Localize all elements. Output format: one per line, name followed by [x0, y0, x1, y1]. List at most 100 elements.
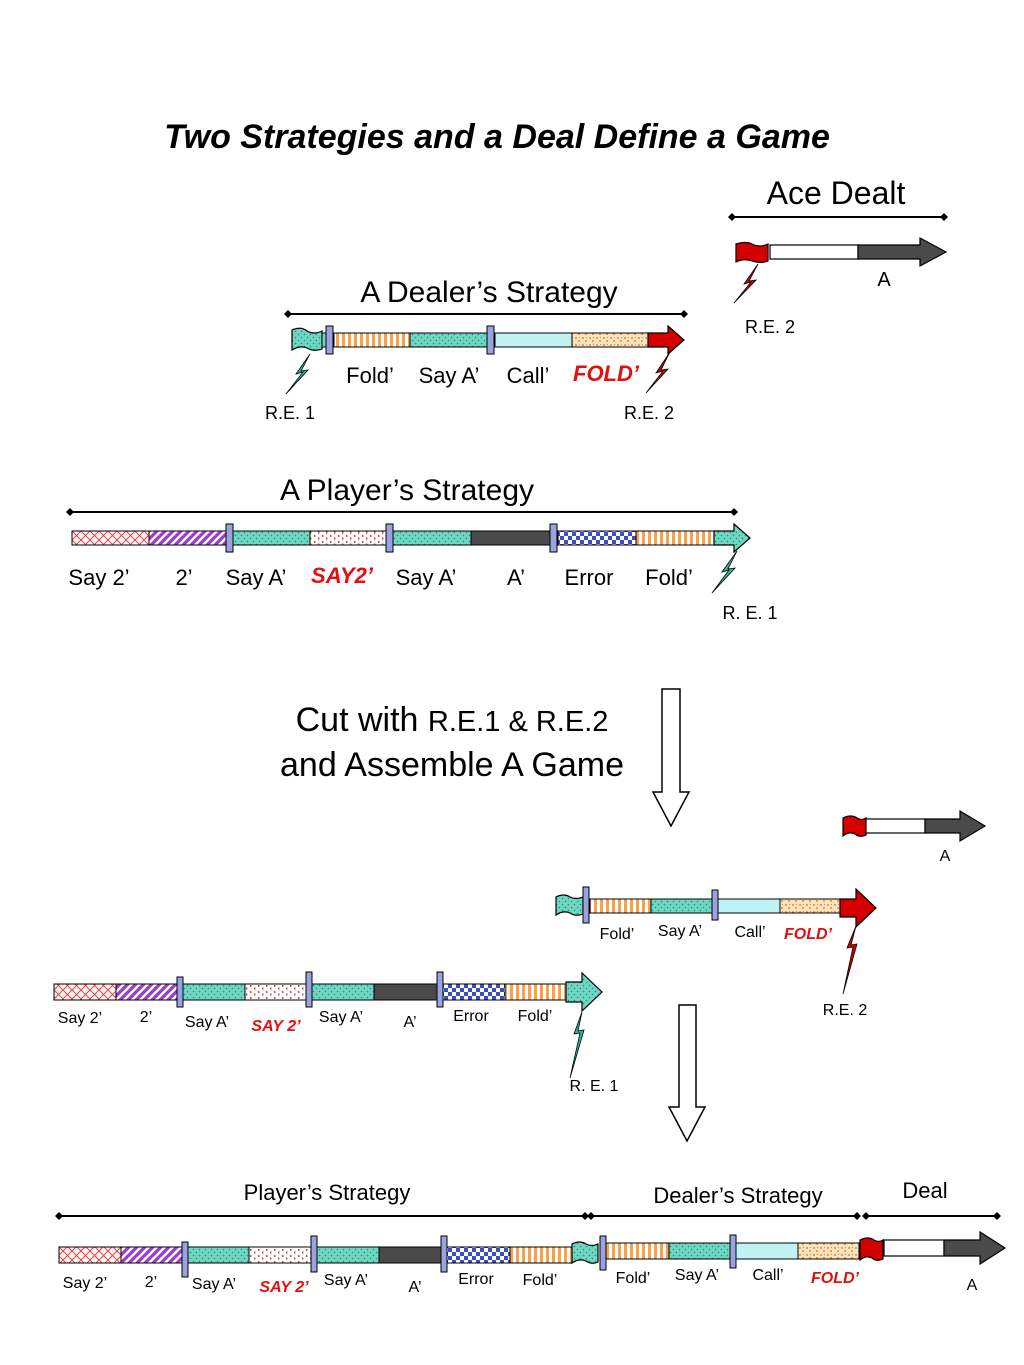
game-deal-span-line: [862, 1212, 1001, 1220]
dealer-label-fold-red: FOLD’: [573, 361, 640, 386]
dealer-re1-label: R.E. 1: [265, 403, 315, 423]
game-dealer-segment-call: [735, 1242, 799, 1260]
player-segment-say-a-2: [392, 530, 472, 546]
ace-dealt-card-label: A: [877, 269, 891, 291]
game-label-a: A’: [408, 1279, 421, 1296]
player-segment-error: [557, 530, 637, 546]
game-dealer-label-fold: Fold’: [616, 1270, 651, 1287]
final-game-group: Player’s Strategy Dealer’s Strategy Deal: [55, 1178, 1007, 1296]
assembled-player-segment-say-2: [53, 983, 117, 1001]
game-dealer-label-call: Call’: [752, 1267, 783, 1284]
player-strategy-group: A Player’s Strategy Say 2’ 2’ Say A’ SAY…: [66, 474, 778, 623]
game-label-say-a: Say A’: [192, 1276, 236, 1293]
game-dealer-segment-fold-red: [797, 1242, 860, 1260]
game-separator: [729, 1234, 737, 1269]
game-dealer-label-fold-red: FOLD’: [811, 1270, 860, 1287]
player-segment-a: [470, 530, 551, 546]
assembled-deal-arrow: [924, 809, 987, 843]
dealer-teal-tag: [291, 327, 323, 352]
assembled-dealer-segment-say-a: [650, 898, 713, 914]
game-label-error: Error: [458, 1271, 494, 1288]
game-segment-error: [446, 1246, 511, 1264]
assembled-player-separator: [176, 976, 184, 1008]
assembled-dealer-segment-fold-red: [779, 898, 841, 914]
assembled-player-segment-error: [442, 983, 506, 1001]
assembled-dealer-label-call: Call’: [734, 924, 765, 941]
player-label-error: Error: [565, 565, 614, 590]
game-label-fold: Fold’: [523, 1272, 558, 1289]
ace-dealt-group: Ace Dealt A R.E. 2: [728, 175, 948, 337]
cut-instruction: Cut with R.E.1 & R.E.2 and Assemble A Ga…: [280, 701, 624, 784]
game-segment-a: [378, 1246, 442, 1264]
assembled-player-label-error: Error: [453, 1008, 489, 1025]
dealer-re2-lightning-icon: [645, 351, 671, 394]
assembled-player-label-say2-red: SAY 2’: [251, 1018, 301, 1035]
assembled-dealer-part: Fold’ Say A’ Call’ FOLD’ R.E. 2: [555, 886, 877, 1019]
game-segment-fold: [509, 1246, 573, 1264]
ace-dealt-white-segment: [769, 244, 859, 260]
player-segment-say-a: [232, 530, 311, 546]
assembled-player-segment-a: [373, 983, 438, 1001]
game-deal-heading: Deal: [902, 1178, 947, 1203]
player-segment-fold: [635, 530, 715, 546]
assembled-player-segment-say2-red: [244, 983, 307, 1001]
dealer-segment-fold-red: [571, 332, 649, 348]
assembled-dealer-label-fold: Fold’: [600, 926, 635, 943]
player-re1-label: R. E. 1: [722, 603, 777, 623]
assembled-player-segment-say-a: [182, 983, 246, 1001]
game-segment-2: [120, 1246, 184, 1264]
assembled-player-label-say-2: Say 2’: [58, 1010, 102, 1027]
assembled-deal-card-label: A: [940, 848, 951, 865]
dealer-span-line: [284, 310, 688, 318]
assembled-dealer-separator: [711, 889, 719, 921]
player-teal-arrow: [713, 522, 751, 554]
game-dealer-span-line: [587, 1212, 861, 1220]
player-segment-2: [148, 530, 227, 546]
ace-dealt-re2-label: R.E. 2: [745, 317, 795, 337]
ace-dealt-heading: Ace Dealt: [767, 175, 906, 211]
page-title: Two Strategies and a Deal Define a Game: [164, 118, 830, 156]
assembled-player-separator: [436, 971, 444, 1008]
game-separator: [599, 1235, 607, 1271]
game-separator: [310, 1235, 318, 1273]
game-segment-say2-red: [248, 1246, 312, 1264]
game-label-say-a-2: Say A’: [324, 1272, 368, 1289]
dealer-label-say-a: Say A’: [419, 363, 480, 388]
assembled-re2-lightning-icon: [842, 925, 858, 995]
dealer-re1-lightning-icon: [285, 353, 311, 395]
game-dealer-segment-say-a: [668, 1242, 732, 1260]
assembled-player-label-fold: Fold’: [518, 1008, 553, 1025]
game-dealer-label-say-a: Say A’: [675, 1267, 719, 1284]
assembled-player-segment-fold: [504, 983, 567, 1001]
game-deal-arrow: [943, 1230, 1007, 1266]
assembled-player-label-a: A’: [403, 1014, 416, 1031]
ace-dealt-lightning-icon: [733, 263, 759, 304]
assembled-player-separator: [305, 971, 313, 1008]
player-span-line: [66, 508, 738, 516]
player-segment-say2-red: [309, 530, 387, 546]
assembled-player-segment-2: [115, 983, 179, 1001]
player-label-2: 2’: [175, 565, 192, 590]
game-separator: [181, 1241, 189, 1278]
dealer-separator: [486, 325, 495, 355]
player-separator: [225, 523, 234, 553]
game-segment-say-a: [187, 1246, 250, 1264]
cut-line-1: Cut with R.E.1 & R.E.2: [296, 701, 609, 739]
player-strategy-heading: A Player’s Strategy: [280, 474, 534, 507]
assembled-dealer-segment-fold: [589, 898, 652, 914]
player-segment-say-2: [71, 530, 150, 546]
game-player-heading: Player’s Strategy: [244, 1180, 411, 1205]
ace-dealt-arrow: [857, 236, 948, 268]
dealer-strategy-heading: A Dealer’s Strategy: [360, 276, 617, 309]
player-label-fold: Fold’: [645, 565, 693, 590]
assembled-dealer-separator: [582, 886, 590, 924]
dealer-red-arrow: [647, 324, 685, 356]
player-label-say-a: Say A’: [226, 565, 287, 590]
assembled-dealer-red-arrow: [839, 887, 877, 929]
dealer-segment-call: [494, 332, 573, 348]
dealer-label-fold: Fold’: [346, 363, 394, 388]
game-label-say2-red: SAY 2’: [259, 1279, 309, 1296]
game-red-joint: [859, 1237, 884, 1262]
assembled-player-label-2: 2’: [140, 1009, 152, 1026]
